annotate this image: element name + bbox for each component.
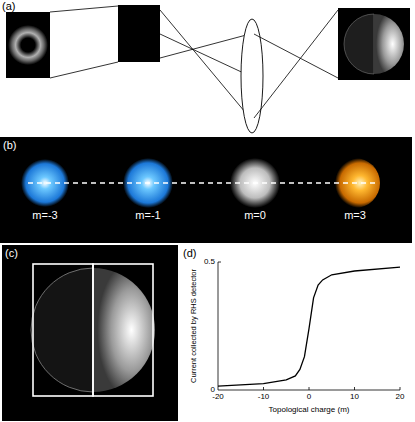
panel-label: (b) [3,140,16,151]
beam-line [50,6,118,12]
dashed-center-line [28,182,378,183]
tick [218,262,221,263]
tick-label: 10 [350,393,359,401]
tick-label: -20 [212,393,224,401]
mode-sorter-box [118,5,160,62]
beam-line [254,34,338,78]
tick [400,387,401,390]
right-detector [93,264,153,396]
tick-label: -10 [258,393,270,401]
beam-line [160,10,250,118]
response-curve [218,267,400,386]
panel-label: (c) [5,248,18,259]
donut-beam [8,25,48,65]
y-axis [218,262,219,390]
left-detector [33,264,93,396]
tick-label: 20 [396,393,405,401]
tick-label: 0.5 [204,258,215,266]
bright-half [374,14,404,74]
charge-label: m=-1 [135,210,160,221]
axis-title: Current collected by RHS detector [190,269,198,383]
panel-background [2,245,178,421]
beam-line [254,10,338,118]
bright-half [93,268,155,392]
charge-label: m=3 [344,210,366,221]
tick-label: 0 [307,393,311,401]
beam-line [50,62,118,78]
input-beam-image [6,12,50,78]
tick [309,387,310,390]
beam-line [160,34,250,58]
tick [263,387,264,390]
axis-title: Topological charge (m) [269,406,350,414]
dark-half [344,14,374,74]
charge-label: m=0 [244,210,266,221]
panel-label: (d) [183,248,196,259]
charge-label: m=-3 [32,210,57,221]
output-image [338,8,410,80]
panel-background [0,137,412,243]
beam-line [160,34,250,76]
lens [241,19,263,133]
dark-half [31,268,93,392]
tick [354,387,355,390]
panel-label: (a) [2,1,15,12]
